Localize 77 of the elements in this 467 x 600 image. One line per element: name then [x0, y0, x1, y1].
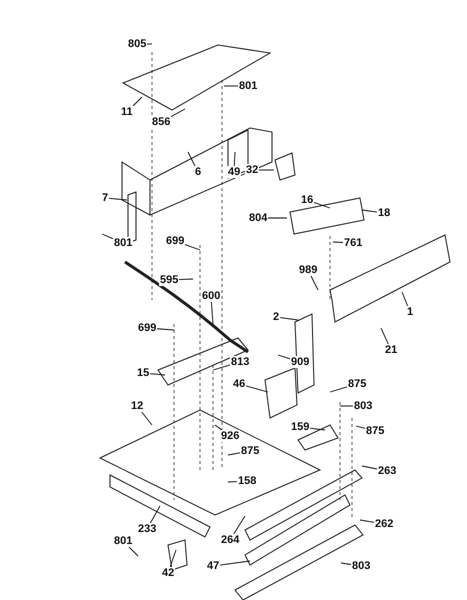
- callout-number: 699: [137, 322, 158, 334]
- leader-line: [178, 278, 194, 280]
- callout-number: 926: [220, 430, 240, 442]
- leader-line: [310, 428, 326, 430]
- leader-line: [128, 546, 138, 556]
- leader-line: [228, 452, 240, 456]
- leader-line: [362, 210, 378, 212]
- callout-number: 595: [159, 274, 180, 286]
- callout-number: 21: [384, 344, 398, 356]
- leader-line: [184, 244, 200, 250]
- leader-line: [210, 302, 214, 326]
- callout-number: 909: [290, 356, 310, 368]
- callout-number: 18: [377, 207, 392, 219]
- leader-line: [188, 152, 196, 166]
- leader-line: [141, 412, 152, 426]
- leader-line: [360, 520, 374, 523]
- callout-number: 699: [165, 235, 186, 247]
- callout-number: 875: [365, 425, 386, 437]
- leader-line: [233, 516, 246, 534]
- leader-line: [402, 292, 408, 306]
- leader-line: [150, 373, 166, 376]
- leader-line: [356, 426, 366, 429]
- leader-line: [380, 328, 389, 344]
- callout-number: 11: [120, 106, 134, 118]
- leader-line: [278, 354, 290, 360]
- callout-number: 804: [248, 212, 268, 224]
- callout-number: 6: [194, 166, 202, 178]
- callout-number: 49: [227, 166, 242, 178]
- callout-number: 803: [351, 560, 372, 572]
- callout-number: 801: [238, 80, 258, 92]
- leader-line: [310, 276, 318, 290]
- callout-number: 801: [113, 237, 134, 249]
- callout-number: 32: [245, 164, 260, 176]
- leader-line: [212, 364, 230, 370]
- callout-number: 989: [298, 264, 318, 276]
- callout-number: 813: [230, 356, 250, 368]
- leader-line: [150, 506, 160, 524]
- leader-line: [280, 317, 298, 320]
- leader-line: [314, 202, 330, 208]
- callout-number: 875: [240, 445, 260, 457]
- callout-number: 47: [206, 560, 220, 572]
- callout-number: 805: [127, 38, 148, 50]
- leader-line: [340, 562, 352, 565]
- callout-number: 12: [130, 400, 144, 412]
- leader-line: [362, 466, 378, 470]
- callout-number: 263: [377, 465, 398, 477]
- callout-number: 875: [347, 378, 368, 390]
- callout-number: 158: [237, 475, 258, 487]
- leader-line: [228, 481, 238, 482]
- callout-number: 233: [137, 523, 158, 535]
- leader-line: [330, 386, 348, 392]
- callout-number: 264: [220, 534, 240, 546]
- leader-line: [234, 152, 236, 166]
- callout-number: 801: [113, 535, 134, 547]
- leader-line: [108, 198, 128, 200]
- leader-line: [246, 385, 268, 392]
- callout-number: 262: [374, 518, 394, 530]
- leader-line: [132, 96, 142, 106]
- callout-number: 761: [343, 237, 364, 249]
- leader-line: [332, 242, 344, 243]
- callout-number: 803: [353, 400, 374, 412]
- callout-number: 42: [161, 567, 176, 579]
- callout-number: 600: [201, 290, 222, 302]
- leader-line: [156, 328, 174, 330]
- callout-number: 1: [406, 306, 414, 318]
- callout-number: 2: [272, 311, 280, 323]
- callout-number: 15: [136, 367, 150, 379]
- leader-line: [214, 424, 222, 430]
- callout-number: 856: [151, 116, 172, 128]
- callout-number: 16: [300, 194, 314, 206]
- callout-number: 7: [101, 192, 110, 204]
- callout-number: 159: [290, 421, 310, 433]
- leader-line: [102, 234, 114, 240]
- leader-line: [170, 550, 176, 568]
- leader-line: [220, 560, 250, 566]
- callout-number: 46: [232, 378, 246, 390]
- leader-line: [170, 108, 186, 118]
